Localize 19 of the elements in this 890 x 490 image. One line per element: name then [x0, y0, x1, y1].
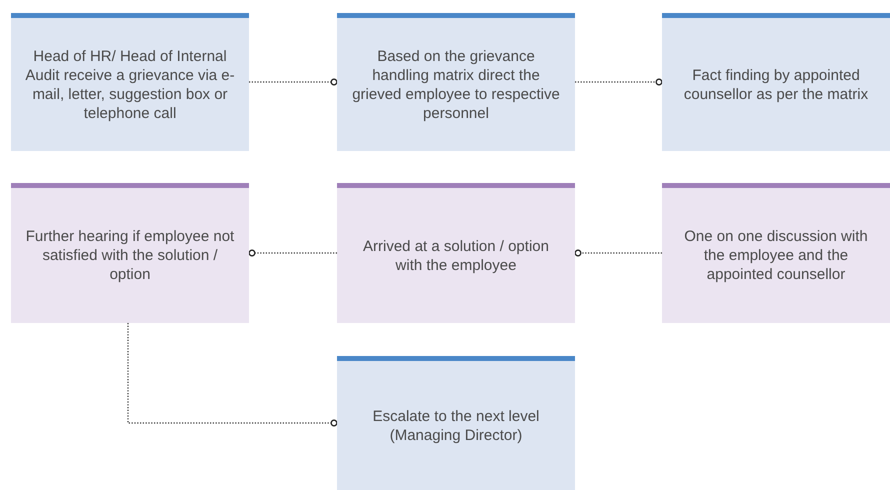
box-text: Based on the grievance handling matrix direct the grieved employee to respective personnel [351, 46, 561, 122]
box-text: Arrived at a solution / option with the employee [362, 236, 550, 274]
process-box [11, 183, 249, 323]
dotted-connector [249, 78, 338, 86]
dotted-connector [248, 250, 337, 256]
process-box [337, 13, 575, 151]
box-text: Further hearing if employee not satisfied with the solution / option [24, 227, 236, 284]
box-text: Fact finding by appointed counsellor as per the matrix [682, 66, 870, 104]
process-box [662, 183, 890, 323]
dotted-connector [127, 323, 338, 426]
box-text: One on one discussion with the employee and the appointed counsellor [683, 227, 869, 284]
box-text: Escalate to the next level (Managing Director) [372, 406, 540, 444]
process-box [337, 356, 575, 490]
process-box [337, 183, 575, 323]
dotted-connector [574, 250, 662, 256]
process-box [11, 13, 249, 151]
box-text: Head of HR/ Head of Internal Audit receive a grievance via e-mail, letter, suggestion box or telephone call [24, 46, 236, 122]
dotted-connector [575, 78, 662, 86]
process-box [662, 13, 890, 151]
